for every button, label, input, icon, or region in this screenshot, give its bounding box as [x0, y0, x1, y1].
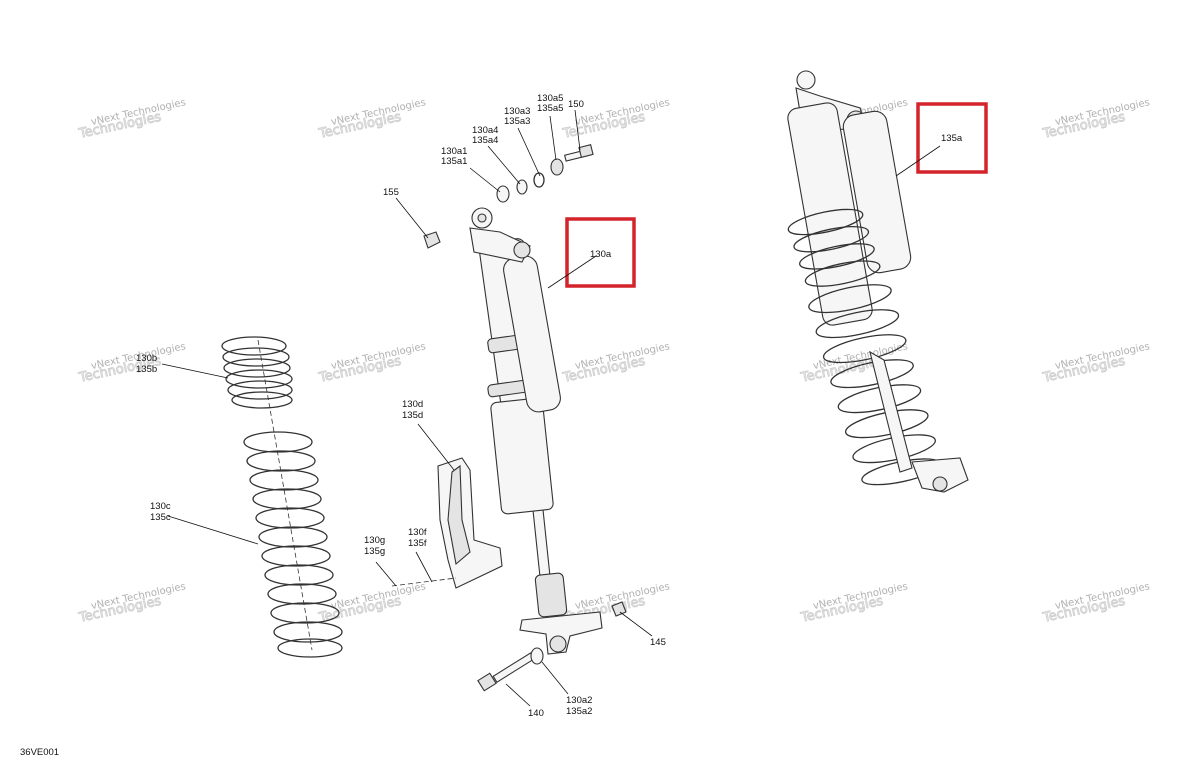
- shock-guard[interactable]: [437, 457, 503, 589]
- callout-150: 150: [568, 99, 584, 110]
- callout-135a: 135a: [941, 133, 963, 144]
- highlight-box-135a[interactable]: [916, 102, 988, 174]
- right-shock-absorber[interactable]: [786, 70, 969, 494]
- callout-130a2: 130a2: [566, 695, 592, 706]
- callout-135f: 135f: [408, 538, 427, 549]
- callout-130a1: 130a1: [441, 146, 467, 157]
- center-shock-absorber[interactable]: [469, 207, 603, 655]
- callout-130g: 130g: [364, 535, 385, 546]
- lower-hardware[interactable]: [477, 601, 627, 692]
- callout-130a: 130a: [590, 249, 612, 260]
- upper-hardware[interactable]: [423, 144, 594, 249]
- callout-135b: 135b: [136, 364, 157, 375]
- callout-140: 140: [528, 708, 544, 719]
- callout-labels: 130a 135a 130a1 135a1 130a4 135a4 130a3 …: [20, 93, 963, 758]
- leader-lines: [161, 109, 941, 707]
- callout-130b: 130b: [136, 353, 157, 364]
- callout-130d: 130d: [402, 399, 423, 410]
- callout-135a5: 135a5: [537, 103, 563, 114]
- spring-large[interactable]: [243, 431, 343, 658]
- callout-135a3: 135a3: [504, 116, 530, 127]
- callout-135a1: 135a1: [441, 156, 467, 167]
- callout-130a4: 130a4: [472, 125, 498, 136]
- callout-135a2: 135a2: [566, 706, 592, 717]
- spring-small[interactable]: [221, 336, 313, 651]
- callout-130c: 130c: [150, 501, 171, 512]
- callout-135a4: 135a4: [472, 135, 498, 146]
- callout-145: 145: [650, 637, 666, 648]
- diagram-code: 36VE001: [20, 747, 59, 758]
- callout-135d: 135d: [402, 410, 423, 421]
- callout-135c: 135c: [150, 512, 171, 523]
- callout-155: 155: [383, 187, 399, 198]
- callout-130a5: 130a5: [537, 93, 563, 104]
- callout-135g: 135g: [364, 546, 385, 557]
- highlight-box-130a[interactable]: [565, 217, 636, 288]
- callout-130f: 130f: [408, 527, 427, 538]
- callout-130a3: 130a3: [504, 106, 530, 117]
